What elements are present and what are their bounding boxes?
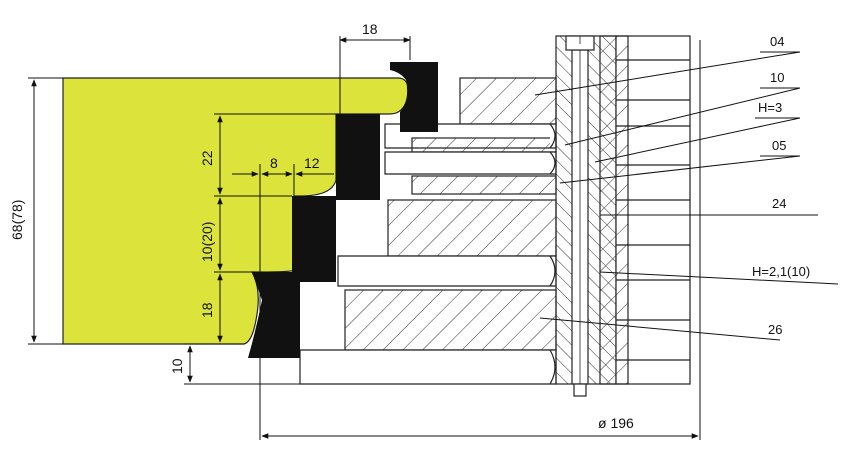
block-24 — [387, 199, 557, 257]
spacer-a — [411, 137, 557, 153]
label-04: 04 — [770, 34, 784, 49]
spacer-05 — [411, 175, 557, 195]
knife-top — [390, 62, 438, 132]
dim-diameter: ø 196 — [598, 415, 634, 431]
cutter-knives — [248, 62, 438, 358]
dim-offset-bottom: 10 — [169, 358, 185, 374]
label-24: 24 — [772, 196, 786, 211]
dim-top-width: 18 — [362, 21, 378, 37]
disc-bottom — [299, 349, 557, 385]
leader-lines — [534, 51, 839, 341]
knife-bottom — [248, 272, 300, 358]
label-26: 26 — [768, 322, 782, 337]
label-05: 05 — [772, 138, 786, 153]
dim-step-middle: 10(20) — [199, 222, 215, 262]
block-26 — [344, 289, 557, 351]
disc-h21 — [337, 255, 557, 287]
dim-overall-height: 68(78) — [9, 200, 25, 240]
ring-04 — [459, 77, 557, 125]
dim-width-b: 12 — [304, 155, 320, 171]
knife-lower — [292, 196, 336, 282]
label-h3: H=3 — [758, 100, 782, 115]
dim-step-lower: 18 — [199, 302, 215, 318]
tool-body — [299, 35, 691, 397]
dim-width-a: 8 — [270, 155, 278, 171]
dimension-lines — [28, 36, 701, 440]
label-h21: H=2,1(10) — [752, 264, 810, 279]
label-10: 10 — [770, 70, 784, 85]
disc-h3 — [384, 151, 557, 175]
knife-mid — [336, 114, 380, 200]
dim-step-upper: 22 — [199, 150, 215, 166]
